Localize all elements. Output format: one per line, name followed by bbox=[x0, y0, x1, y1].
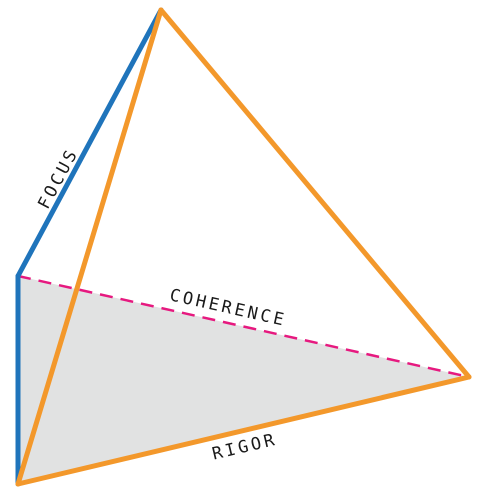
base-face bbox=[18, 276, 469, 484]
coherence-edge bbox=[17, 274, 470, 379]
right-edge bbox=[158, 7, 472, 380]
front-inner-edge bbox=[15, 7, 164, 487]
focus-edge bbox=[15, 7, 164, 279]
rigor-edge bbox=[15, 374, 472, 487]
